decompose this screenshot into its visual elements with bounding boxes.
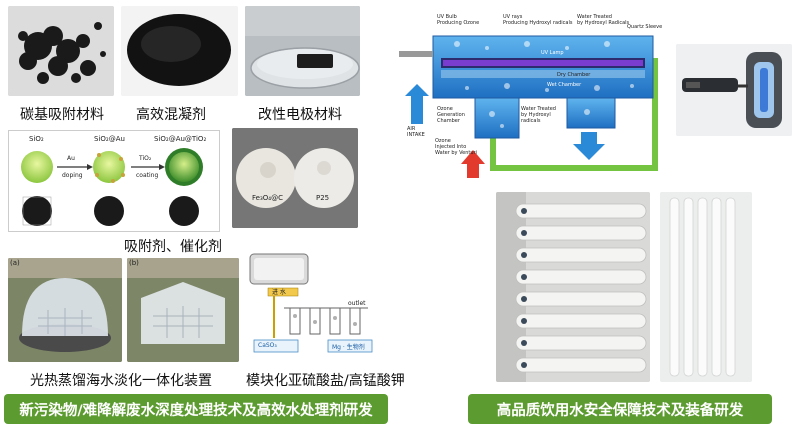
coagulant-caption: 高效混凝剂 [136,107,206,123]
white-tubes-illustration [660,192,752,382]
coagulant-photo [121,6,238,96]
process-flow-illustration [249,253,373,353]
reagent-right-label: Mg · 生物剂 [332,344,365,351]
catalyst-pellets-photo: Fe₃O₄@C P25 [232,128,358,228]
membrane-rack-photo [496,192,650,382]
pellet-left-label: Fe₃O₄@C [252,194,283,202]
left-banner: 新污染物/难降解废水深度处理技术及高效水处理剂研发 [4,394,388,424]
coagulant-powder-illustration [121,6,238,96]
air-intake-label: AIR INTAKE [407,126,425,138]
ozone-gen-label: Ozone Generation Chamber [437,106,465,124]
step2-top-label: TiO₂ [139,155,152,162]
core-shell-synthesis-illustration [21,148,203,226]
step2-bottom-label: coating [136,172,159,179]
panel-b-tag: (b) [129,259,139,267]
reagent-left-label: CaSO₃ [258,342,277,349]
uv-rays-label: UV rays Producing Hydroxyl radicals [503,14,573,26]
ozone-injected-label: Ozone Injected Into Water by Venturi [435,138,477,156]
carbon-adsorbent-caption: 碳基吸附材料 [20,107,104,123]
carbon-particles-illustration [8,6,114,96]
pellets-illustration [232,128,358,228]
carbon-adsorbent-photo [8,6,114,96]
quartz-label: Quartz Sleeve [627,24,663,30]
electrode-material-photo [245,6,360,96]
sio2-au-label: SiO₂@Au [94,135,125,143]
sio2-label: SiO₂ [29,135,44,143]
uv-device-photo [676,44,792,136]
box-device-illustration [127,258,239,362]
wet-chamber-label: Wet Chamber [547,82,582,88]
adsorbent-caption: 吸附剂、催化剂 [124,239,222,255]
sio2-au-tio2-diagram: SiO₂ SiO₂@Au SiO₂@Au@TiO₂ Au doping TiO₂… [8,130,220,232]
sio2-au-tio2-label: SiO₂@Au@TiO₂ [154,135,207,143]
step1-top-label: Au [67,155,75,162]
modular-process-diagram: 进 水 CaSO₃ Mg · 生物剂 outlet [244,252,378,360]
solar-device-photo-b: (b) [127,258,239,362]
membrane-tubes-photo [660,192,752,382]
uv-reactor-illustration [399,35,658,178]
solar-device-photo-a: (a) [8,258,122,362]
electrode-caption: 改性电极材料 [258,107,342,123]
tank-tag: 进 水 [272,289,286,296]
solar-caption: 光热蒸馏海水淡化一体化装置 [30,373,212,389]
dry-chamber-label: Dry Chamber [557,72,591,78]
dome-device-illustration [8,258,122,362]
step1-bottom-label: doping [62,172,83,179]
water-treated-label: Water Treated by Hydroxyl Radicals [577,14,630,26]
petri-dish-illustration [245,6,360,96]
pellet-right-label: P25 [316,194,330,202]
membrane-tubes-illustration [496,192,650,382]
water-treated-2-label: Water Treated by Hydroxyl radicals [521,106,556,124]
uv-ozone-diagram: UV Bulb Producing Ozone UV rays Producin… [397,14,677,184]
module-caption: 模块化亚硫酸盐/高锰酸钾 [246,373,405,389]
uv-lamp-label: UV Lamp [541,50,564,56]
uv-device-illustration [676,44,792,136]
panel-a-tag: (a) [10,259,20,267]
uv-bulb-label: UV Bulb Producing Ozone [437,14,480,26]
outlet-label: outlet [348,300,366,307]
right-banner: 高品质饮用水安全保障技术及装备研发 [468,394,772,424]
